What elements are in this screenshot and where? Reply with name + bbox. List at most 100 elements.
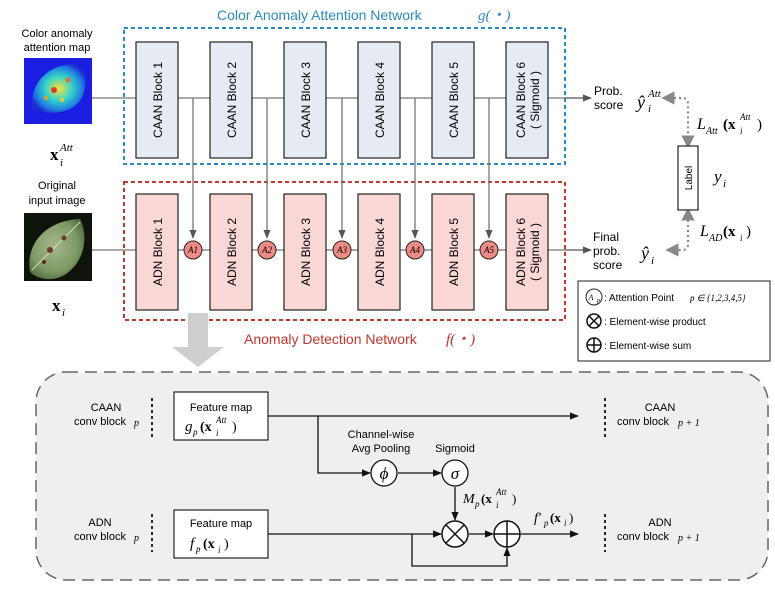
- output-sub: p: [543, 518, 549, 528]
- caan-block-6-sub: ( Sigmoid ): [528, 71, 542, 129]
- attention-point-2: [257, 240, 277, 260]
- adn-block-1-label: ADN Block 1: [151, 218, 165, 286]
- legend-attention-symbol-sub: p: [596, 298, 600, 304]
- adn-output-var-sub: i: [651, 255, 654, 267]
- phi-symbol: ϕ: [380, 464, 389, 483]
- adn-left-p: p: [133, 533, 139, 544]
- caan-block-2-label: CAAN Block 2: [225, 62, 239, 138]
- caan-fm-sup: Att: [215, 415, 227, 425]
- adn-fm-close: ): [224, 537, 229, 552]
- adn-title: Anomaly Detection Network: [244, 331, 418, 347]
- mask-sup: Att: [495, 487, 507, 497]
- output-arg: (x: [550, 510, 561, 525]
- pooling-label: Channel-wise: [348, 429, 415, 441]
- legend-attention-symbol-letter: A: [588, 293, 594, 302]
- caan-right-label-2: conv block: [617, 416, 669, 428]
- adn-loss-close: ): [746, 224, 751, 240]
- adn-input-label-2: input image: [29, 195, 86, 207]
- adn-block-3: [283, 193, 327, 311]
- mask-arg: (x: [481, 491, 492, 506]
- legend-sum-icon: [586, 337, 602, 353]
- label-var-sub: i: [723, 178, 726, 190]
- caan-loss-arg-sup: Att: [739, 112, 751, 122]
- adn-feature-map-label: Feature map: [190, 518, 252, 530]
- adn-fm-argsub: i: [218, 545, 221, 555]
- caan-fm-var: g: [185, 419, 193, 435]
- caan-left-p: p: [133, 418, 139, 429]
- adn-loss-arg-sub: i: [740, 233, 743, 243]
- caan-input-var: x: [50, 145, 59, 164]
- caan-input-var-sup: Att: [59, 142, 74, 154]
- caan-fm-argsub: i: [216, 428, 219, 438]
- adn-right-label-2: conv block: [617, 531, 669, 543]
- adn-block-2-label: ADN Block 2: [225, 218, 239, 286]
- adn-feature-map-box: [173, 509, 269, 559]
- adn-block-4: [357, 193, 401, 311]
- caan-loss-sub: Att: [705, 126, 718, 137]
- legend-product-icon: [586, 313, 602, 329]
- caan-fm-close: ): [232, 420, 237, 435]
- caan-output-var: ŷ: [635, 92, 645, 112]
- caan-input-label-2: attention map: [24, 42, 91, 54]
- caan-loss-arg: (x: [723, 117, 736, 133]
- caan-block-6-label: CAAN Block 6: [514, 62, 528, 138]
- adn-left-label: ADN: [88, 517, 111, 529]
- zoom-down-arrow: [172, 313, 224, 367]
- adn-input-var-sub: i: [62, 307, 65, 319]
- attention-point-4-label: A4: [409, 245, 420, 255]
- label-box-text: Label: [684, 166, 695, 190]
- caan-right-label: CAAN: [645, 402, 676, 414]
- adn-fm-arg: (x: [203, 537, 215, 552]
- caan-feature-map-label: Feature map: [190, 402, 252, 414]
- element-wise-product-icon: [441, 520, 469, 548]
- caan-right-p: p + 1: [677, 418, 700, 429]
- legend-product-text: : Element-wise product: [604, 317, 706, 328]
- caan-block-5-label: CAAN Block 5: [447, 62, 461, 138]
- attention-point-3-label: A3: [336, 245, 347, 255]
- caan-output-var-sup: Att: [647, 88, 662, 100]
- adn-loss-sub: AD: [708, 233, 723, 244]
- caan-output-label: Prob.: [594, 84, 623, 98]
- adn-right-label: ADN: [648, 517, 671, 529]
- label-var: y: [712, 167, 722, 186]
- adn-block-6: [505, 193, 549, 311]
- adn-output-var: ŷ: [639, 243, 649, 263]
- caan-block-6: [505, 41, 549, 159]
- caan-loss-label: L: [696, 116, 706, 133]
- adn-fm-var: f: [190, 536, 196, 552]
- mask-sub: p: [474, 499, 480, 509]
- caan-block-1: [135, 41, 179, 159]
- adn-container: [123, 181, 566, 321]
- legend-attention-symbol-icon: [585, 288, 603, 306]
- adn-left-label-2: conv block: [74, 531, 126, 543]
- output-var: f′: [534, 511, 542, 526]
- adn-block-6-label: ADN Block 6: [514, 218, 528, 286]
- attention-points: A1 A2 A3 A4 A5: [183, 240, 499, 260]
- element-wise-sum-icon: [493, 520, 521, 548]
- mask-close: ): [512, 491, 516, 506]
- label-box: [677, 145, 699, 211]
- attention-point-3: [332, 240, 352, 260]
- adn-block-3-label: ADN Block 3: [299, 218, 313, 286]
- legend-attention-set: p ∈ {1,2,3,4,5}: [689, 293, 746, 303]
- mask-argsub: i: [496, 500, 499, 510]
- legend-attention-text: : Attention Point: [604, 293, 674, 304]
- caan-loss-arrow: [661, 91, 695, 149]
- caan-function: g(・): [478, 8, 511, 24]
- caan-block-3-label: CAAN Block 3: [299, 62, 313, 138]
- adn-output-label-3: score: [593, 258, 623, 272]
- caan-loss-close: ): [757, 117, 762, 133]
- adn-right-p: p + 1: [677, 533, 700, 544]
- residual-path: [411, 534, 511, 567]
- caan-container: [123, 27, 566, 165]
- attention-point-5: [479, 240, 499, 260]
- sigmoid-sigma-node: [441, 459, 469, 487]
- attention-point-5-label: A5: [483, 245, 494, 255]
- adn-input-var: x: [52, 296, 61, 315]
- adn-block-6-sub: ( Sigmoid ): [528, 223, 542, 281]
- adn-function: f(・): [446, 332, 475, 348]
- pooling-label-2: Avg Pooling: [352, 443, 411, 455]
- caan-block-1-label: CAAN Block 1: [151, 62, 165, 138]
- output-argsub: i: [564, 518, 567, 528]
- caan-block-5: [431, 41, 475, 159]
